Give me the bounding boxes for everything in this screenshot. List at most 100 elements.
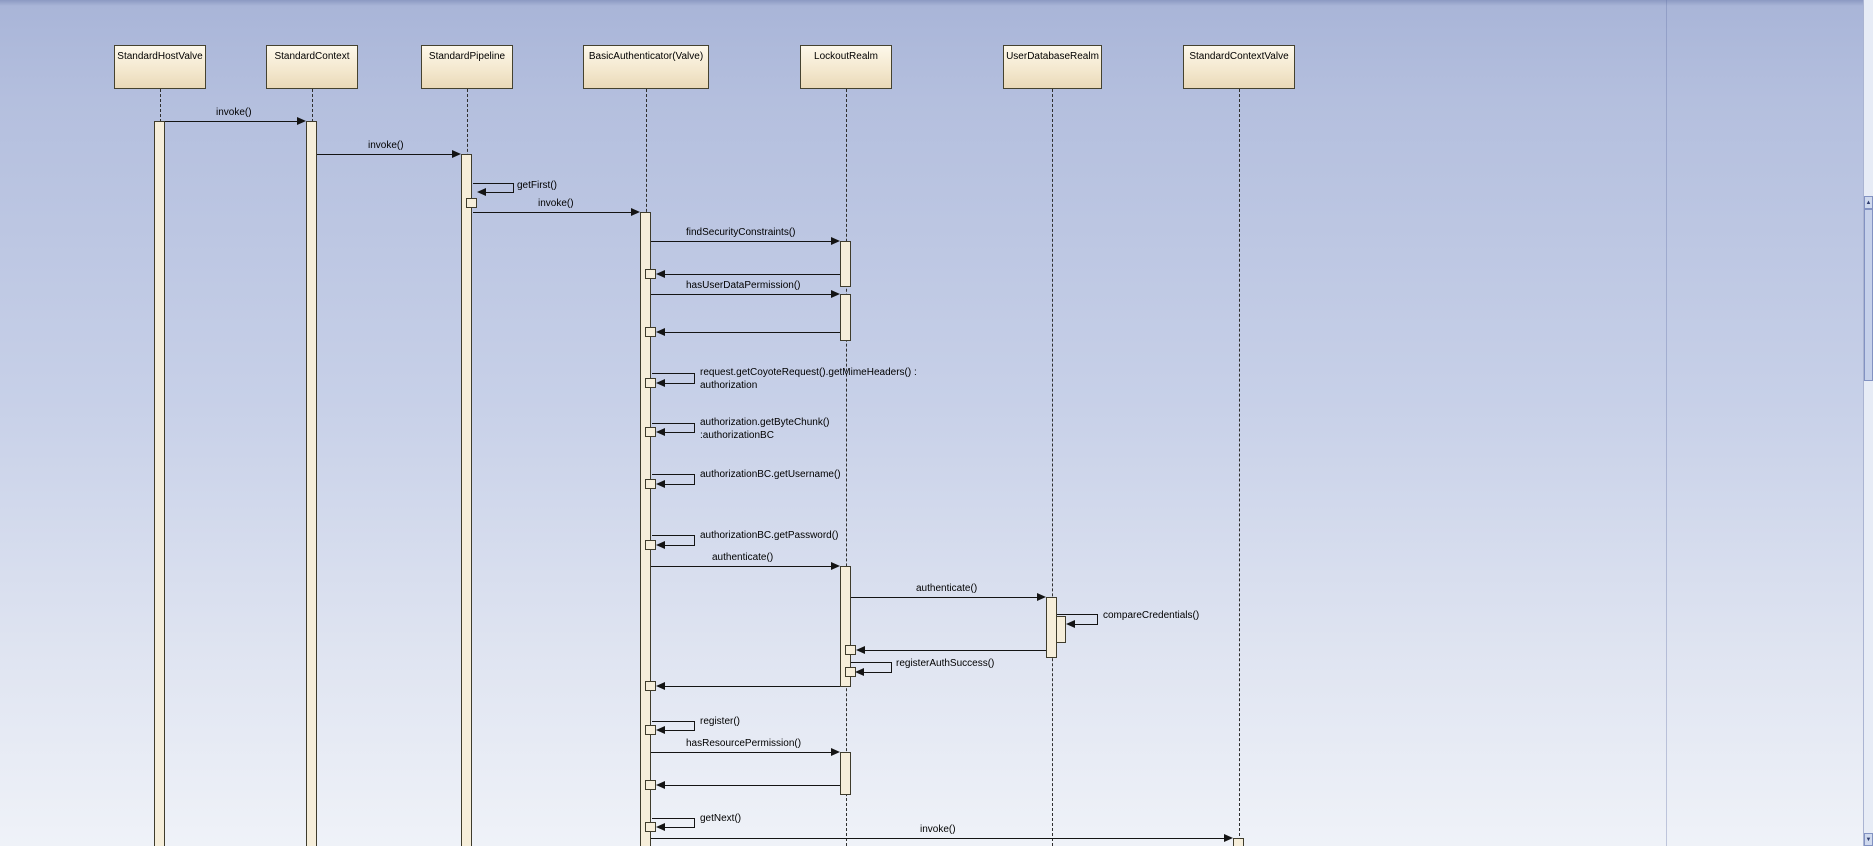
message-label: invoke() <box>920 824 956 835</box>
message-line[interactable] <box>473 212 633 213</box>
message-label: invoke() <box>538 198 574 209</box>
lifeline-header[interactable]: StandardHostValve <box>114 45 206 89</box>
nested-activation[interactable] <box>645 780 656 790</box>
page-break-line <box>1666 0 1667 846</box>
message-label: registerAuthSuccess() <box>896 658 995 669</box>
activation-bar[interactable] <box>1233 838 1244 846</box>
message-label: authenticate() <box>916 583 978 594</box>
activation-bar[interactable] <box>461 154 472 846</box>
message-line[interactable] <box>317 154 454 155</box>
self-message-line <box>664 432 695 433</box>
arrowhead-icon <box>477 188 486 196</box>
self-message-line <box>694 818 695 827</box>
message-line[interactable] <box>651 838 1226 839</box>
message-label: compareCredentials() <box>1103 610 1200 621</box>
self-message-line[interactable] <box>851 662 891 663</box>
arrowhead-icon <box>656 682 665 690</box>
message-line[interactable] <box>851 597 1039 598</box>
up-arrow-icon: ▲ <box>1865 199 1872 206</box>
arrowhead-icon <box>656 379 665 387</box>
nested-activation[interactable] <box>466 198 477 208</box>
message-label: authorizationBC.getUsername() <box>700 469 841 480</box>
lifeline-name: StandardContextValve <box>1189 51 1289 62</box>
scroll-up-button[interactable]: ▲ <box>1864 196 1873 209</box>
self-message-line <box>694 721 695 730</box>
nested-activation[interactable] <box>645 540 656 550</box>
self-message-line <box>664 484 695 485</box>
self-message-line <box>694 373 695 383</box>
self-message-line <box>513 183 514 192</box>
lifeline-line <box>1239 89 1240 846</box>
message-line[interactable] <box>651 241 833 242</box>
message-label: getNext() <box>700 813 742 824</box>
activation-bar[interactable] <box>840 752 851 795</box>
self-message-line <box>891 662 892 672</box>
nested-activation[interactable] <box>845 645 856 655</box>
self-message-line <box>1074 624 1098 625</box>
activation-bar[interactable] <box>640 212 651 846</box>
message-label: authorization.getByteChunk() <box>700 417 830 428</box>
arrowhead-icon <box>656 480 665 488</box>
nested-activation[interactable] <box>645 269 656 279</box>
lifeline-header[interactable]: BasicAuthenticator(Valve) <box>583 45 709 89</box>
arrowhead-icon <box>656 270 665 278</box>
self-message-line[interactable] <box>652 474 694 475</box>
activation-bar[interactable] <box>840 566 851 687</box>
scroll-down-button[interactable]: ▼ <box>1864 833 1873 846</box>
return-line[interactable] <box>664 332 840 333</box>
self-message-line[interactable] <box>652 423 694 424</box>
self-message-line[interactable] <box>652 535 694 536</box>
nested-activation[interactable] <box>645 822 656 832</box>
message-label: register() <box>700 716 741 727</box>
message-line[interactable] <box>651 752 833 753</box>
return-line[interactable] <box>664 274 840 275</box>
self-message-line <box>1097 614 1098 624</box>
self-message-line <box>694 423 695 432</box>
lifeline-name: StandardContext <box>274 51 350 62</box>
lifeline-name: BasicAuthenticator(Valve) <box>588 51 704 62</box>
self-message-line[interactable] <box>652 721 694 722</box>
activation-bar[interactable] <box>840 241 851 287</box>
return-line[interactable] <box>664 785 840 786</box>
lifeline-header[interactable]: StandardContextValve <box>1183 45 1295 89</box>
self-message-line <box>664 383 695 384</box>
lifeline-line <box>1052 89 1053 846</box>
lifeline-header[interactable]: StandardPipeline <box>421 45 513 89</box>
lifeline-name: UserDatabaseRealm <box>1006 51 1099 62</box>
self-message-line[interactable] <box>652 373 694 374</box>
arrowhead-icon <box>856 646 865 654</box>
arrowhead-icon <box>831 562 840 570</box>
nested-activation[interactable] <box>645 725 656 735</box>
message-line[interactable] <box>651 566 833 567</box>
return-line[interactable] <box>664 686 840 687</box>
message-line[interactable] <box>165 121 299 122</box>
activation-bar[interactable] <box>840 294 851 341</box>
nested-activation[interactable] <box>645 479 656 489</box>
arrowhead-icon <box>656 823 665 831</box>
nested-activation[interactable] <box>645 327 656 337</box>
arrowhead-icon <box>1224 834 1233 842</box>
arrowhead-icon <box>452 150 461 158</box>
activation-bar[interactable] <box>154 121 165 846</box>
lifeline-header[interactable]: UserDatabaseRealm <box>1003 45 1102 89</box>
lifeline-line <box>846 89 847 846</box>
self-message-line[interactable] <box>473 183 513 184</box>
message-label: request.getCoyoteRequest().getMimeHeader… <box>700 367 917 378</box>
vertical-scrollbar[interactable]: ▲ ▼ <box>1863 0 1873 846</box>
scrollbar-thumb[interactable] <box>1864 209 1873 381</box>
self-message-line <box>485 192 514 193</box>
nested-activation[interactable] <box>645 427 656 437</box>
self-message-line[interactable] <box>652 818 694 819</box>
message-line[interactable] <box>651 294 833 295</box>
lifeline-header[interactable]: LockoutRealm <box>800 45 892 89</box>
self-message-line[interactable] <box>1057 614 1097 615</box>
activation-bar[interactable] <box>306 121 317 846</box>
lifeline-header[interactable]: StandardContext <box>266 45 358 89</box>
return-line[interactable] <box>864 650 1046 651</box>
message-label: authenticate() <box>712 552 774 563</box>
arrowhead-icon <box>831 237 840 245</box>
activation-bar[interactable] <box>1056 616 1066 643</box>
nested-activation[interactable] <box>645 378 656 388</box>
nested-activation[interactable] <box>645 681 656 691</box>
